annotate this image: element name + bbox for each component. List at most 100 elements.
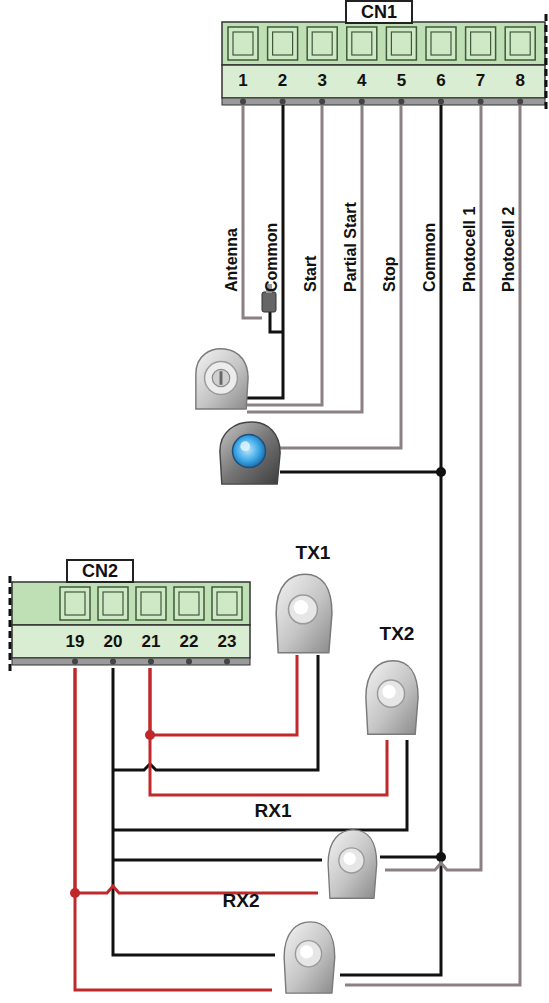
device-label: RX2: [223, 890, 260, 912]
terminal-base: [222, 98, 545, 105]
signal-name: Partial Start: [343, 202, 359, 292]
signal-name: Stop: [382, 256, 398, 292]
pin-number: 19: [66, 632, 85, 652]
terminal-cell: [391, 32, 411, 55]
antenna-connector: [262, 292, 276, 312]
stop-button-icon: [220, 422, 280, 484]
supply-wire: [150, 655, 297, 735]
terminal-cell: [466, 27, 496, 60]
terminal-cell: [273, 32, 293, 55]
connector-name: CN2: [66, 559, 134, 583]
terminal-cell: [233, 32, 253, 55]
pin-number: 21: [142, 632, 161, 652]
strip-break: [545, 14, 548, 110]
terminal-cell: [347, 27, 377, 60]
supply-wire: [113, 655, 318, 770]
terminal-screw: [72, 659, 78, 665]
supply-wire: [75, 668, 272, 990]
pin-number: 20: [104, 632, 123, 652]
device-label: RX1: [255, 800, 292, 822]
photocell-icon: [276, 574, 332, 653]
device-label: TX2: [380, 623, 415, 645]
signal-name: Start: [303, 256, 319, 292]
terminal-strip: [12, 582, 250, 665]
terminal-cell: [212, 587, 242, 620]
strip-break: [9, 576, 12, 672]
black-wires: [113, 105, 441, 975]
supply-wire: [113, 859, 322, 862]
junction-dot: [436, 852, 446, 862]
common-wire: [380, 856, 441, 859]
pin-number: 22: [180, 632, 199, 652]
terminal-block: [222, 22, 545, 65]
terminal-strip: [222, 22, 545, 105]
pin-number: 8: [515, 71, 524, 91]
photocell-receiver: RX1: [318, 828, 385, 900]
antenna-shield-wire: [270, 312, 283, 332]
junction-dot: [436, 467, 446, 477]
terminal-screw: [478, 99, 484, 105]
pin-number: 5: [397, 71, 406, 91]
photocell-wire: [345, 105, 520, 985]
terminal-screw: [110, 659, 116, 665]
terminal-screw: [240, 99, 246, 105]
connector-name: CN1: [345, 0, 413, 24]
signal-name: Antenna: [224, 228, 240, 292]
terminal-block: [12, 582, 250, 625]
terminal-cell: [103, 592, 123, 615]
terminal-cell: [268, 27, 298, 60]
photocell-icon: [328, 830, 377, 898]
strip-break-marks: [10, 14, 546, 672]
signal-name: Common: [264, 223, 280, 292]
common-wire: [247, 105, 283, 398]
terminal-cell: [426, 27, 456, 60]
terminal-cell: [141, 592, 161, 615]
signal-name: Photocell 2: [501, 207, 517, 292]
terminal-block-cn2: CN2: [12, 582, 250, 668]
terminal-cell: [98, 587, 128, 620]
photocell-icon: [366, 661, 418, 734]
terminal-screw: [359, 99, 365, 105]
terminal-screw: [319, 99, 325, 105]
terminal-block-cn1: CN1: [222, 22, 545, 105]
terminal-cell: [217, 592, 237, 615]
terminal-screw: [398, 99, 404, 105]
start-wire: [247, 105, 322, 405]
supply-wire: [150, 668, 387, 795]
terminal-cell: [174, 587, 204, 620]
terminal-cell: [65, 592, 85, 615]
terminal-cell: [431, 32, 451, 55]
pin-number: 23: [218, 632, 237, 652]
terminal-number-row: [222, 65, 545, 98]
terminal-cell: [60, 587, 90, 620]
pin-number: 6: [436, 71, 445, 91]
key-selector-icon: [196, 349, 248, 409]
stop-common-wire: [280, 471, 441, 474]
photocell-transmitter: TX2: [362, 655, 420, 740]
device-label: TX1: [296, 542, 331, 564]
junction-dots: [70, 467, 446, 898]
terminal-cell: [510, 32, 530, 55]
photocell-transmitter: TX1: [272, 572, 334, 655]
terminal-strips: [12, 22, 545, 665]
supply-wire: [113, 740, 407, 830]
terminal-cell: [386, 27, 416, 60]
signal-name: Photocell 1: [462, 207, 478, 292]
terminal-number-row: [12, 625, 250, 658]
pin-number: 1: [238, 71, 247, 91]
terminal-screw: [224, 659, 230, 665]
pin-number: 4: [357, 71, 366, 91]
pin-number: 7: [476, 71, 485, 91]
terminal-cell: [471, 32, 491, 55]
terminal-screw: [148, 659, 154, 665]
terminal-cell: [312, 32, 332, 55]
terminal-cell: [352, 32, 372, 55]
pin-number: 3: [317, 71, 326, 91]
pin-number: 2: [278, 71, 287, 91]
terminal-screw: [186, 659, 192, 665]
photocell-icon: [284, 922, 335, 993]
supply-wire: [113, 668, 275, 955]
photocell-receiver: RX2: [272, 920, 345, 995]
